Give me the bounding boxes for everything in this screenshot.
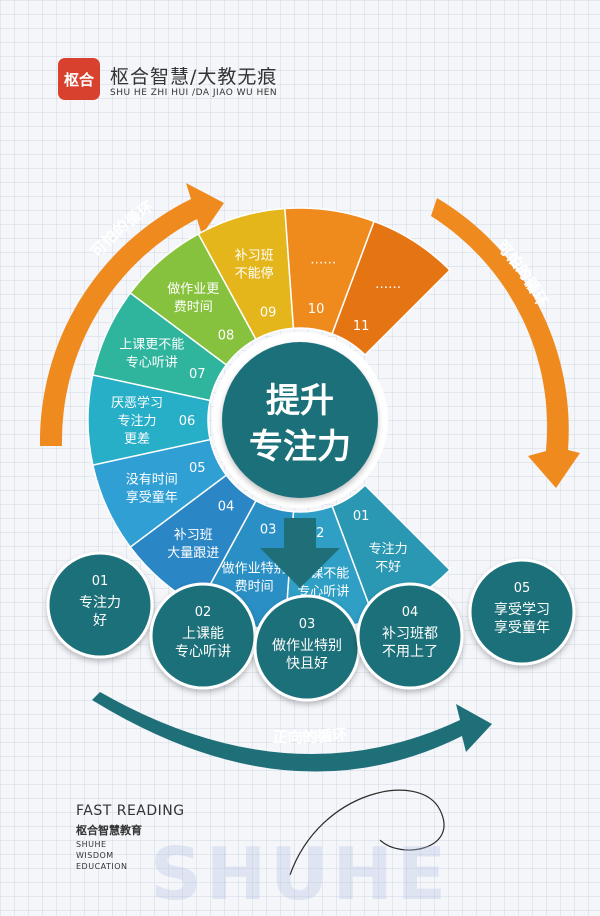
segment-label: 补习班	[174, 528, 213, 543]
right-orange-arrow	[431, 198, 580, 488]
center-title-line1: 提升	[266, 381, 334, 421]
segment-number: 01	[353, 509, 370, 524]
positive-step-number: 04	[402, 605, 419, 620]
positive-step-label: 专心听讲	[175, 644, 231, 660]
brand-logo: 枢合	[58, 58, 100, 100]
positive-step-label: 做作业特别	[272, 638, 342, 654]
center-title-line2: 专注力	[249, 427, 351, 467]
positive-step-number: 05	[514, 581, 531, 596]
positive-step-label: 上课能	[182, 626, 224, 642]
positive-step-label: 不用上了	[382, 644, 438, 660]
positive-cycle-label: 正向的循环	[273, 725, 348, 746]
positive-step-label: 享受童年	[494, 619, 550, 636]
footer-en-line: EDUCATION	[76, 862, 128, 871]
segment-number: 05	[189, 461, 206, 476]
left-orange-arrow	[39, 183, 224, 446]
focus-cycle-diagram: 可怕的循环 可怕的循环 01专注力不好02上课不能专心听讲03做作业特别费时间0…	[39, 183, 580, 875]
segment-label: 补习班	[235, 249, 274, 264]
positive-cycle-arrow	[92, 692, 492, 772]
segment-number: 11	[353, 319, 370, 334]
segment-number: 04	[218, 499, 235, 514]
positive-step-circle	[356, 582, 464, 690]
segment-label: 没有时间	[126, 473, 178, 488]
positive-step-number: 02	[195, 605, 212, 620]
segment-label: 更差	[124, 432, 150, 447]
positive-step-label: 专注力	[79, 595, 121, 611]
segment-label: 做作业特别	[222, 561, 287, 576]
segment-label: ……	[375, 277, 401, 292]
segment-number: 10	[308, 302, 325, 317]
segment-number: 06	[179, 414, 196, 429]
segment-label: 专注力	[117, 414, 156, 429]
segment-label: 不好	[375, 560, 401, 575]
logo-text: 枢合	[64, 71, 95, 89]
segment-label: 费时间	[174, 300, 213, 315]
vicious-cycle-arrows	[39, 183, 580, 488]
segment-label: 上课更不能	[119, 337, 184, 352]
segment-label: 费时间	[235, 579, 274, 594]
positive-step-number: 01	[92, 574, 109, 589]
segment-label: 不能停	[235, 266, 274, 282]
footer-title: FAST READING	[76, 803, 185, 819]
positive-step-label: 享受学习	[494, 601, 550, 618]
footer-en-line: SHUHE	[76, 840, 107, 849]
segment-number: 08	[218, 329, 235, 344]
segment-label: ……	[310, 253, 336, 268]
brand-name: 枢合智慧/大教无痕	[110, 66, 278, 88]
positive-step-circle	[46, 551, 154, 659]
footer-subtitle: 枢合智慧教育	[76, 824, 142, 837]
center-circle	[222, 342, 378, 498]
positive-step-label: 好	[93, 613, 107, 629]
footer-watermark: SHUHE	[150, 832, 451, 916]
logo-badge	[58, 58, 100, 100]
positive-step-number: 03	[299, 617, 316, 632]
cycle-segment	[331, 220, 451, 357]
brand-subtitle: SHU HE ZHI HUI /DA JIAO WU HEN	[110, 88, 278, 98]
footer-en-line: WISDOM	[76, 851, 114, 860]
segment-label: 做作业更	[167, 282, 219, 297]
segment-number: 09	[260, 306, 277, 321]
positive-step-label: 快且好	[286, 656, 328, 672]
segment-number: 07	[189, 367, 206, 382]
down-arrow	[260, 518, 340, 588]
segment-label: 专心听讲	[126, 355, 178, 370]
positive-step-circle	[468, 558, 576, 666]
segment-label: 享受童年	[126, 490, 178, 506]
segment-number: 03	[260, 522, 277, 537]
segment-label: 大量跟进	[167, 546, 219, 561]
segment-label: 专注力	[369, 542, 408, 557]
segment-label: 厌恶学习	[111, 395, 163, 411]
positive-step-label: 补习班都	[382, 626, 438, 642]
decorative-swoosh	[289, 789, 445, 875]
